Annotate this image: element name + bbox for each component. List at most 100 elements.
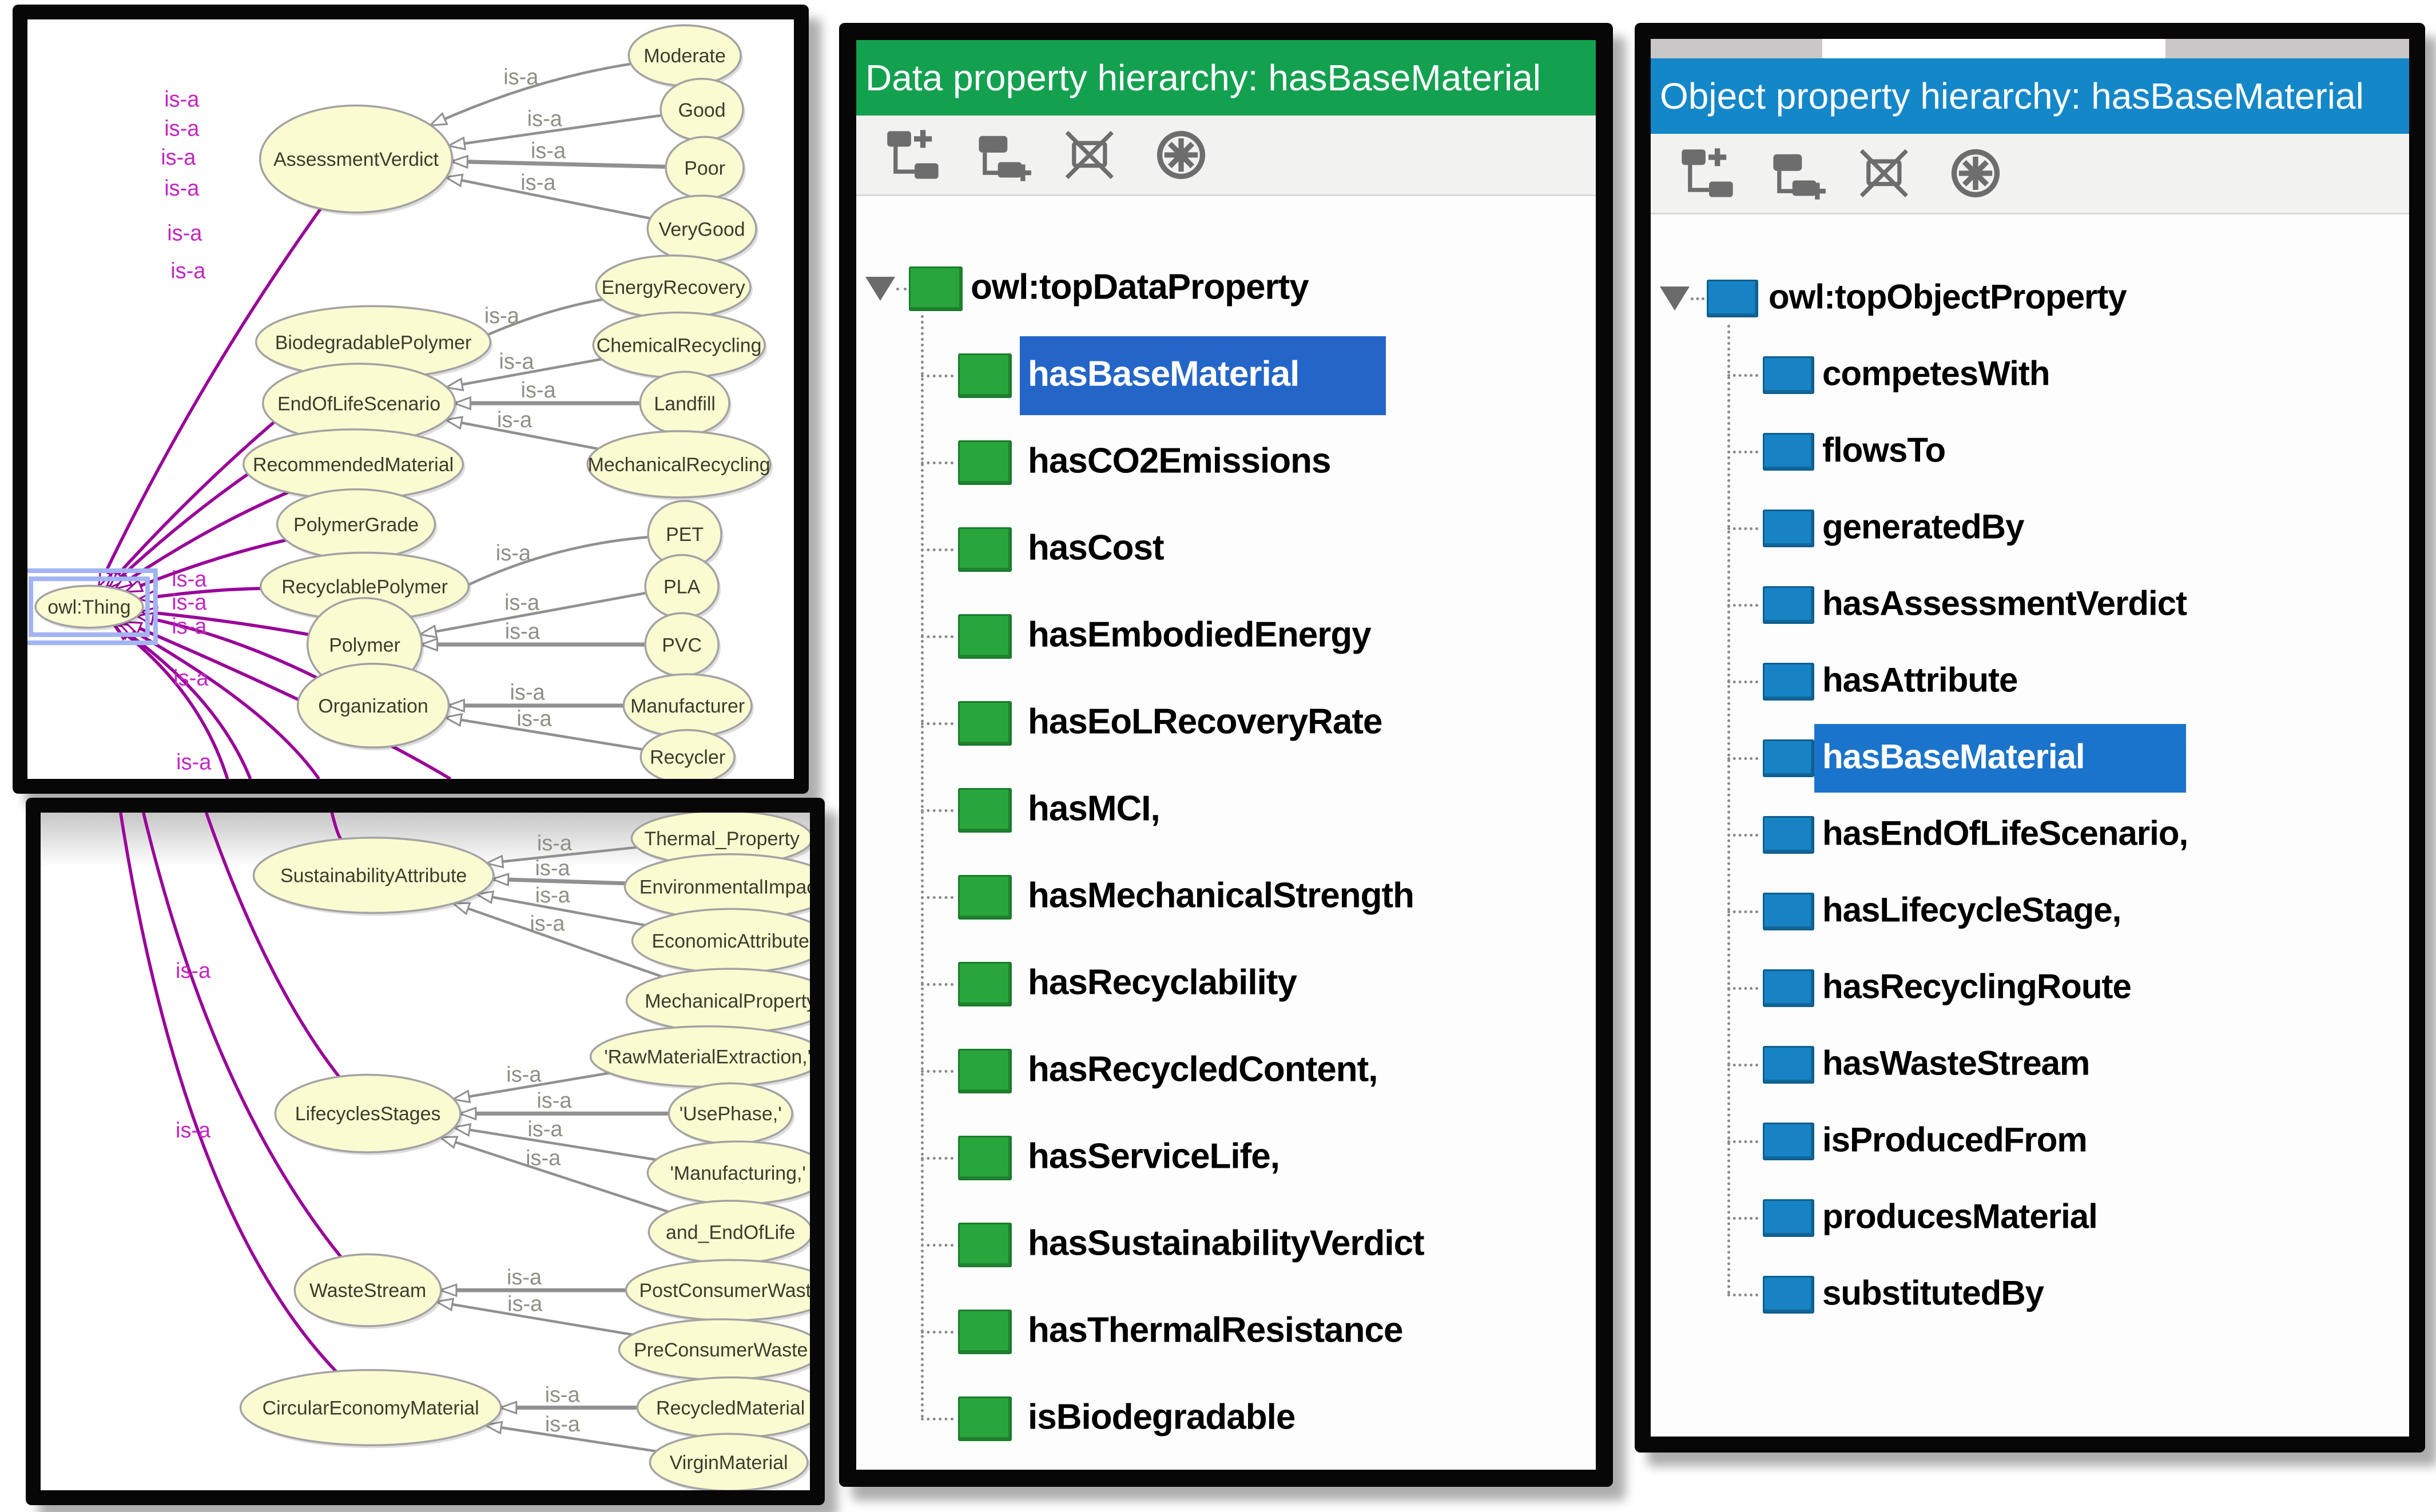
- data-property-tree: owl:topDataProperty hasBaseMaterial hasC…: [856, 196, 1596, 1470]
- add-sibling-property-icon[interactable]: [1767, 144, 1827, 203]
- isa-edge-crosspanel: [330, 813, 343, 841]
- class-node-label: RecommendedMaterial: [253, 454, 454, 476]
- class-node-label: PLA: [663, 576, 700, 598]
- class-node[interactable]: 'Manufacturing,': [646, 1140, 810, 1207]
- class-node[interactable]: RecyclablePolymer: [259, 551, 471, 623]
- class-node[interactable]: EnergyRecovery: [595, 254, 753, 321]
- class-node[interactable]: SustainabilityAttribute: [252, 837, 496, 916]
- delete-property-icon[interactable]: [1062, 125, 1122, 185]
- class-node-label: PreConsumerWaste: [634, 1339, 808, 1361]
- isa-edge-label: is-a: [484, 304, 520, 328]
- class-node[interactable]: VeryGood: [646, 194, 759, 265]
- isa-edge: [141, 612, 309, 636]
- class-node[interactable]: MechanicalProperty: [625, 968, 810, 1036]
- isa-edge: [446, 420, 599, 451]
- tree-row-label: hasThermalResistance: [1028, 1310, 1403, 1350]
- class-node[interactable]: PostConsumerWaste: [625, 1259, 810, 1323]
- data-property-hierarchy-title: Data property hierarchy: hasBaseMaterial: [865, 57, 1541, 98]
- tree-root-label: owl:topDataProperty: [971, 267, 1309, 307]
- class-node[interactable]: MechanicalRecycling: [586, 430, 773, 500]
- class-node[interactable]: PVC: [644, 612, 721, 679]
- class-node[interactable]: PLA: [644, 554, 721, 621]
- isa-edge: [420, 591, 647, 634]
- class-node-label: EnvironmentalImpact: [639, 877, 810, 898]
- tree-row-label: hasServiceLife,: [1028, 1136, 1280, 1176]
- class-node[interactable]: Landfill: [639, 371, 732, 438]
- object-property-hierarchy-titlebar[interactable]: Object property hierarchy: hasBaseMateri…: [1651, 58, 2409, 134]
- isa-edge-label: is-a: [510, 680, 545, 705]
- isa-edge-label-purple: is-a: [170, 258, 206, 283]
- class-node[interactable]: VirginMaterial: [649, 1433, 810, 1490]
- property-node-icon: [1763, 1046, 1814, 1084]
- class-node[interactable]: EconomicAttribute: [631, 908, 810, 976]
- class-node[interactable]: EnvironmentalImpact: [623, 853, 810, 922]
- class-node[interactable]: BiodegradablePolymer: [255, 305, 493, 381]
- isa-edge: [449, 114, 662, 146]
- class-node[interactable]: Manufacturer: [622, 673, 754, 740]
- property-node-icon: [958, 1136, 1012, 1180]
- isa-edge-label-purple: is-a: [176, 1119, 211, 1143]
- isa-edge: [487, 846, 637, 864]
- class-node[interactable]: PolymerGrade: [276, 488, 438, 562]
- isa-edge: [97, 208, 322, 586]
- collapse-triangle-icon[interactable]: [865, 277, 895, 301]
- class-node[interactable]: PreConsumerWaste: [618, 1318, 810, 1383]
- data-property-hierarchy-titlebar[interactable]: Data property hierarchy: hasBaseMaterial: [856, 40, 1596, 116]
- class-node[interactable]: LifecyclesStages: [274, 1073, 463, 1155]
- tree-row-label: hasMechanicalStrength: [1028, 876, 1414, 916]
- property-node-icon: [1763, 1123, 1814, 1160]
- class-node-label: Landfill: [654, 393, 716, 415]
- class-node-label: Moderate: [643, 45, 725, 67]
- class-node[interactable]: RecommendedMaterial: [242, 428, 466, 502]
- tree-row-label: hasRecycledContent,: [1028, 1049, 1378, 1089]
- property-node-icon: [909, 266, 963, 311]
- ontology-graph-bottom: SustainabilityAttribute Thermal_Property…: [41, 813, 810, 1490]
- isa-edge-label-purple: is-a: [173, 666, 209, 690]
- class-node[interactable]: owl:Thing: [34, 584, 145, 631]
- add-sibling-property-icon[interactable]: [973, 125, 1032, 185]
- class-graph-panel-top: owl:Thing AssessmentVerdict Biodegradabl…: [13, 5, 809, 794]
- class-node[interactable]: AssessmentVerdict: [259, 104, 455, 216]
- class-node-label: BiodegradablePolymer: [275, 332, 472, 353]
- class-node[interactable]: PET: [647, 500, 724, 570]
- class-node[interactable]: ChemicalRecycling: [592, 311, 768, 381]
- class-node-label: MechanicalProperty: [645, 990, 810, 1012]
- object-property-toolbar: [1651, 134, 2409, 214]
- class-node[interactable]: Moderate: [627, 24, 744, 89]
- window-edge-strip: [1651, 39, 2409, 58]
- delete-property-icon[interactable]: [1857, 144, 1916, 203]
- tree-row-label: hasAttribute: [1822, 660, 2018, 699]
- target-icon[interactable]: [1151, 125, 1211, 185]
- class-graph-panel-bottom: SustainabilityAttribute Thermal_Property…: [26, 798, 825, 1505]
- tree-row-label: hasCost: [1028, 528, 1165, 568]
- class-node[interactable]: WasteStream: [293, 1253, 443, 1329]
- class-node[interactable]: CircularEconomyMaterial: [239, 1368, 503, 1449]
- isa-edge-label-purple: is-a: [172, 590, 207, 615]
- class-node[interactable]: EndOfLifeScenario: [261, 363, 458, 446]
- class-node-label: Organization: [318, 695, 428, 717]
- add-subproperty-icon[interactable]: [1678, 144, 1738, 203]
- class-node[interactable]: and_EndOfLife: [647, 1199, 810, 1267]
- class-node-label: and_EndOfLife: [666, 1222, 795, 1244]
- collapse-triangle-icon[interactable]: [1660, 287, 1690, 311]
- class-node[interactable]: 'UsePhase,': [667, 1082, 795, 1147]
- tree-row-label: hasLifecycleStage,: [1822, 890, 2121, 929]
- target-icon[interactable]: [1946, 144, 2005, 203]
- isa-edge-label: is-a: [516, 706, 552, 731]
- class-node[interactable]: Recycler: [639, 729, 737, 779]
- isa-edge-crosspanel: [142, 813, 343, 1258]
- class-node-label: Manufacturer: [630, 695, 745, 717]
- property-node-icon: [958, 1396, 1012, 1441]
- isa-edge: [431, 62, 631, 125]
- isa-edge-label-purple: is-a: [161, 145, 196, 170]
- class-node[interactable]: RecycledMaterial: [636, 1376, 810, 1441]
- class-node[interactable]: Good: [659, 77, 746, 144]
- add-subproperty-icon[interactable]: [884, 125, 943, 185]
- isa-edge-label: is-a: [530, 912, 565, 936]
- class-node[interactable]: 'RawMaterialExtraction,': [589, 1025, 810, 1090]
- tree-row-label: isProducedFrom: [1822, 1120, 2088, 1159]
- class-node-label: 'Manufacturing,': [670, 1163, 805, 1184]
- class-node[interactable]: Poor: [665, 136, 746, 202]
- class-node-label: VeryGood: [659, 218, 745, 240]
- class-node[interactable]: Organization: [296, 662, 451, 751]
